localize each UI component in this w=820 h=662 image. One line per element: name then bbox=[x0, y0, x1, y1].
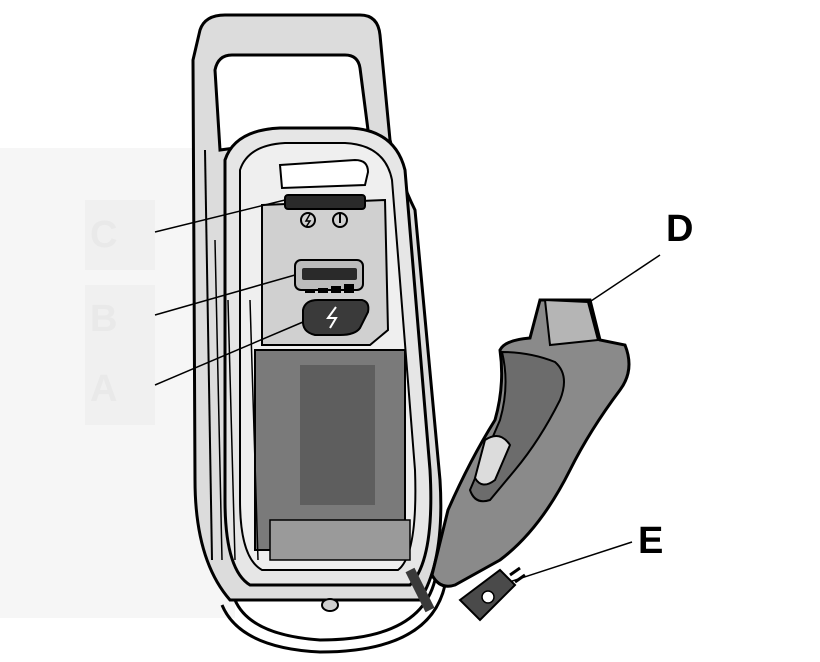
charger-body bbox=[191, 13, 443, 602]
callout-c-box bbox=[85, 200, 155, 270]
callout-e-label: E bbox=[638, 520, 664, 562]
charge-button-lightning-icon bbox=[301, 299, 370, 336]
base-mount bbox=[321, 598, 339, 612]
power-icon bbox=[300, 212, 348, 228]
callout-a-label: A bbox=[90, 368, 118, 410]
callout-c-label: C bbox=[90, 214, 118, 256]
charge-connector-handle bbox=[430, 298, 631, 588]
wall-plug bbox=[458, 566, 526, 622]
charging-cable bbox=[220, 567, 447, 654]
callout-b-box bbox=[85, 285, 155, 355]
callout-b-label: B bbox=[90, 298, 118, 340]
cable-recess-inner bbox=[300, 365, 375, 505]
callout-d-label: D bbox=[666, 208, 694, 250]
callout-a-box bbox=[85, 355, 155, 425]
charge-level-indicator bbox=[294, 259, 364, 293]
charging-status-light bbox=[284, 194, 366, 210]
